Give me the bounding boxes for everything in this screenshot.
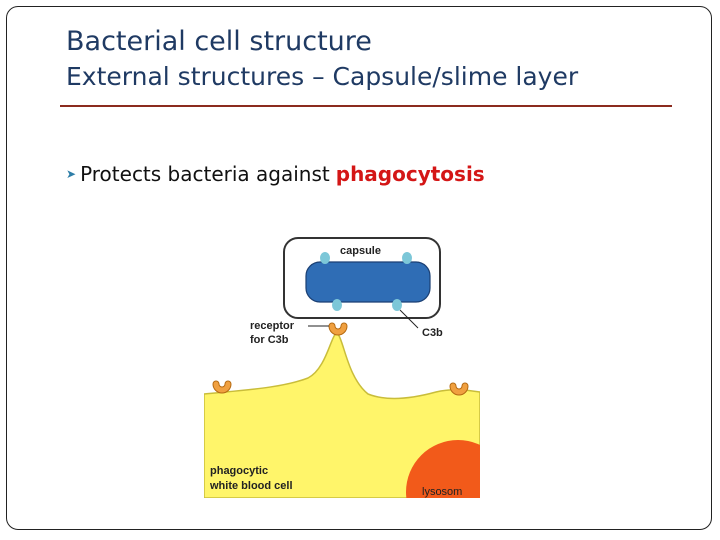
- receptor-label-line2: for C3b: [250, 334, 289, 346]
- lysosome-label: lysosom: [422, 486, 462, 498]
- bullet-arrow-icon: ➤: [66, 167, 77, 181]
- phagocytosis-diagram: lysosom capsule receptor for C3b C3b pha…: [204, 218, 480, 498]
- receptor-label-line1: receptor: [250, 320, 295, 332]
- title-block: Bacterial cell structure External struct…: [66, 24, 578, 94]
- c3b-molecule: [402, 252, 412, 264]
- bullet-text: Protects bacteria against: [80, 162, 330, 186]
- title-underline: [60, 105, 672, 107]
- c3b-molecule: [320, 252, 330, 264]
- c3b-molecule: [332, 299, 342, 311]
- c3b-molecule: [392, 299, 402, 311]
- c3b-label: C3b: [422, 327, 443, 339]
- phagocyte-cell: [204, 332, 480, 498]
- c3b-pointer: [399, 309, 419, 329]
- bullet-point: ➤ Protects bacteria against phagocytosis: [66, 162, 485, 186]
- receptor-label: receptor: [250, 320, 295, 332]
- c3b-receptor: [449, 382, 469, 396]
- slide-subtitle: External structures – Capsule/slime laye…: [66, 62, 579, 91]
- phagocyte-label-line1: phagocytic: [210, 465, 268, 477]
- bacterium: [305, 261, 431, 303]
- capsule-label: capsule: [340, 245, 381, 257]
- lysosome: [406, 440, 480, 498]
- receptor-label-2: for C3b: [250, 334, 289, 346]
- phagocyte-label-line2: white blood cell: [209, 480, 293, 492]
- c3b-receptor: [328, 322, 348, 336]
- slide-title: Bacterial cell structure: [66, 26, 372, 57]
- c3b-receptor: [212, 380, 232, 394]
- bullet-highlight: phagocytosis: [335, 162, 485, 186]
